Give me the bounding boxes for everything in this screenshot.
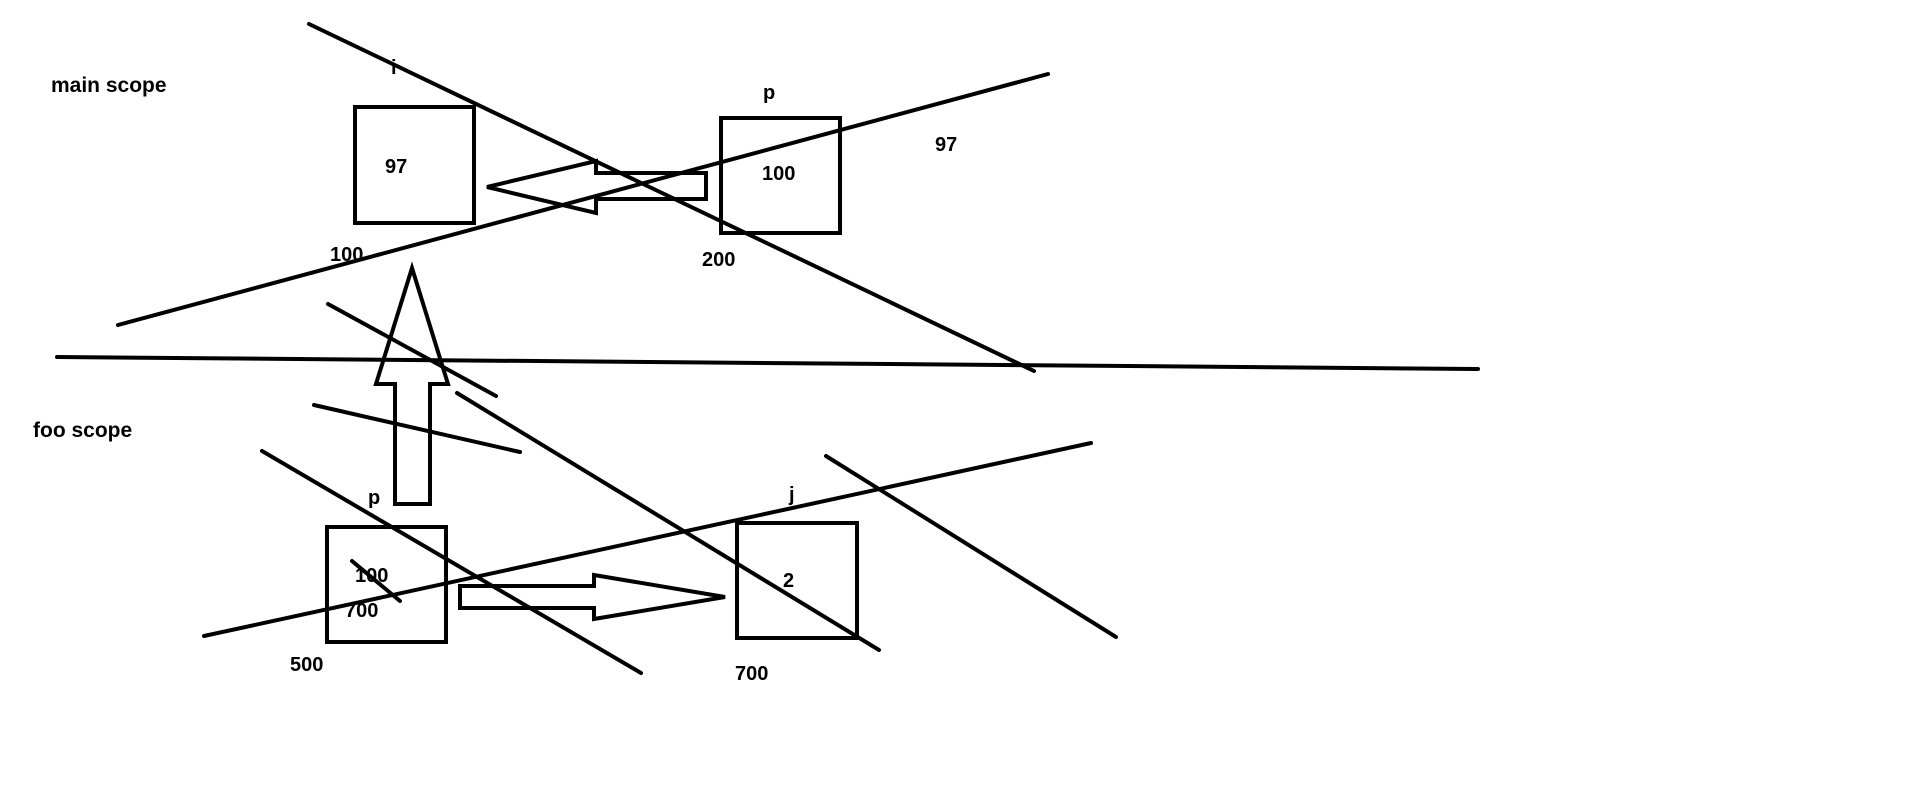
var-j-value: 2 bbox=[783, 570, 795, 592]
cross-line-1 bbox=[307, 22, 1036, 373]
var-i-name: i bbox=[391, 57, 397, 79]
box-j bbox=[735, 521, 859, 640]
main-scope-label: main scope bbox=[51, 74, 167, 97]
box-i bbox=[353, 105, 476, 225]
box-p-main bbox=[719, 116, 842, 235]
cross-line-5 bbox=[455, 391, 881, 652]
main-note-value: 97 bbox=[935, 134, 958, 156]
cross-line-8 bbox=[824, 454, 1118, 639]
var-i-value: 97 bbox=[385, 156, 408, 178]
var-p-main-name: p bbox=[763, 82, 776, 104]
cross-line-7 bbox=[202, 441, 1093, 638]
arrow-p-to-i bbox=[486, 158, 708, 216]
cross-line-2 bbox=[116, 72, 1050, 327]
var-p-main-value: 100 bbox=[762, 163, 796, 185]
arrow-foo-p-to-main-i bbox=[373, 261, 451, 506]
var-p-foo-name: p bbox=[368, 487, 381, 509]
var-p-foo-old-value: 100 bbox=[355, 565, 389, 587]
var-i-address: 100 bbox=[330, 244, 364, 266]
scope-divider-line bbox=[55, 355, 1480, 371]
var-p-foo-address: 500 bbox=[290, 654, 324, 676]
cross-line-3 bbox=[326, 302, 498, 398]
var-j-name: j bbox=[789, 484, 795, 506]
cross-line-6 bbox=[260, 449, 643, 675]
var-p-main-address: 200 bbox=[702, 249, 736, 271]
var-p-foo-new-value: 700 bbox=[345, 600, 379, 622]
strike-old-value bbox=[350, 559, 402, 603]
var-j-address: 700 bbox=[735, 663, 769, 685]
arrow-p-to-j bbox=[458, 572, 726, 622]
cross-line-4 bbox=[312, 403, 522, 454]
foo-scope-label: foo scope bbox=[33, 419, 133, 442]
